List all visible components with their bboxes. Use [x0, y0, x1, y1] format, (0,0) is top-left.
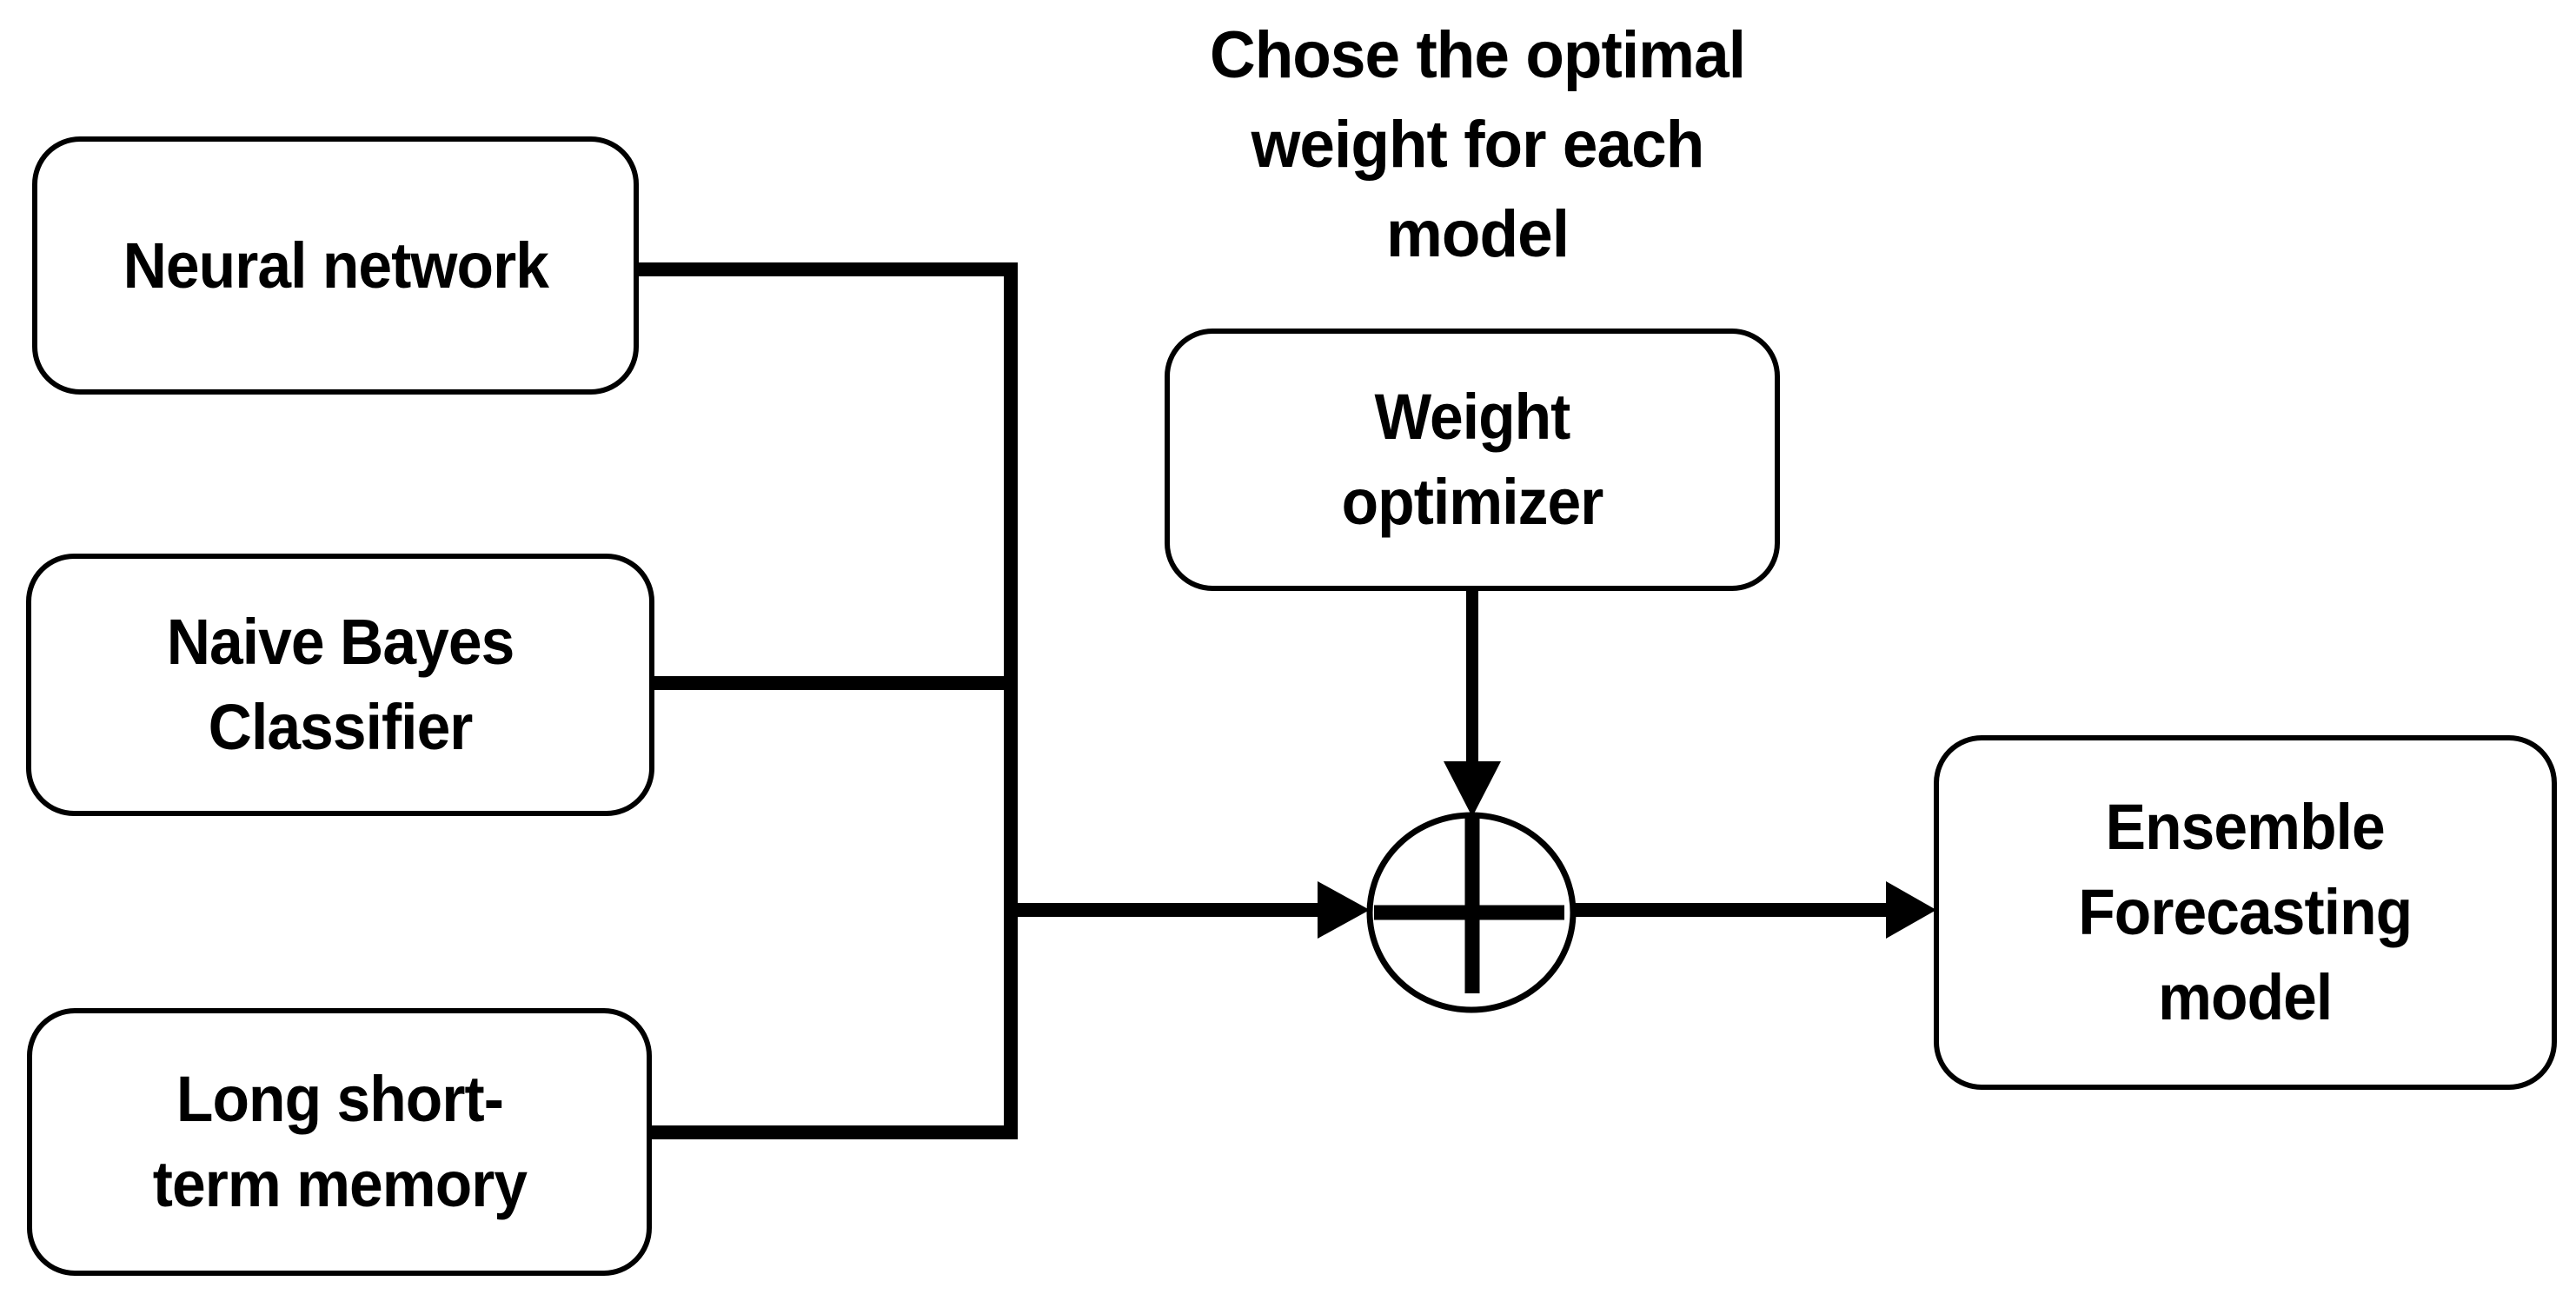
- sum-input-arrowhead-icon: [1318, 881, 1370, 939]
- node-naive-bayes-label: Naive Bayes Classifier: [166, 606, 515, 763]
- node-ensemble-forecasting-model-label: Ensemble Forecasting model: [2078, 791, 2413, 1033]
- node-neural-network: Neural network: [32, 136, 639, 395]
- node-naive-bayes: Naive Bayes Classifier: [26, 554, 654, 816]
- node-ensemble-forecasting-model: Ensemble Forecasting model: [1934, 735, 2557, 1090]
- ensemble-arrowhead-icon: [1886, 881, 1936, 939]
- node-weight-optimizer-label: Weight optimizer: [1341, 381, 1604, 538]
- annotation-choose-optimal-weight: Chose the optimal weight for each model: [1209, 18, 1746, 271]
- optimizer-arrowhead-icon: [1444, 761, 1501, 817]
- node-lstm: Long short- term memory: [27, 1008, 652, 1276]
- node-neural-network-label: Neural network: [123, 229, 548, 302]
- node-lstm-label: Long short- term memory: [152, 1063, 527, 1220]
- node-weight-optimizer: Weight optimizer: [1165, 329, 1780, 591]
